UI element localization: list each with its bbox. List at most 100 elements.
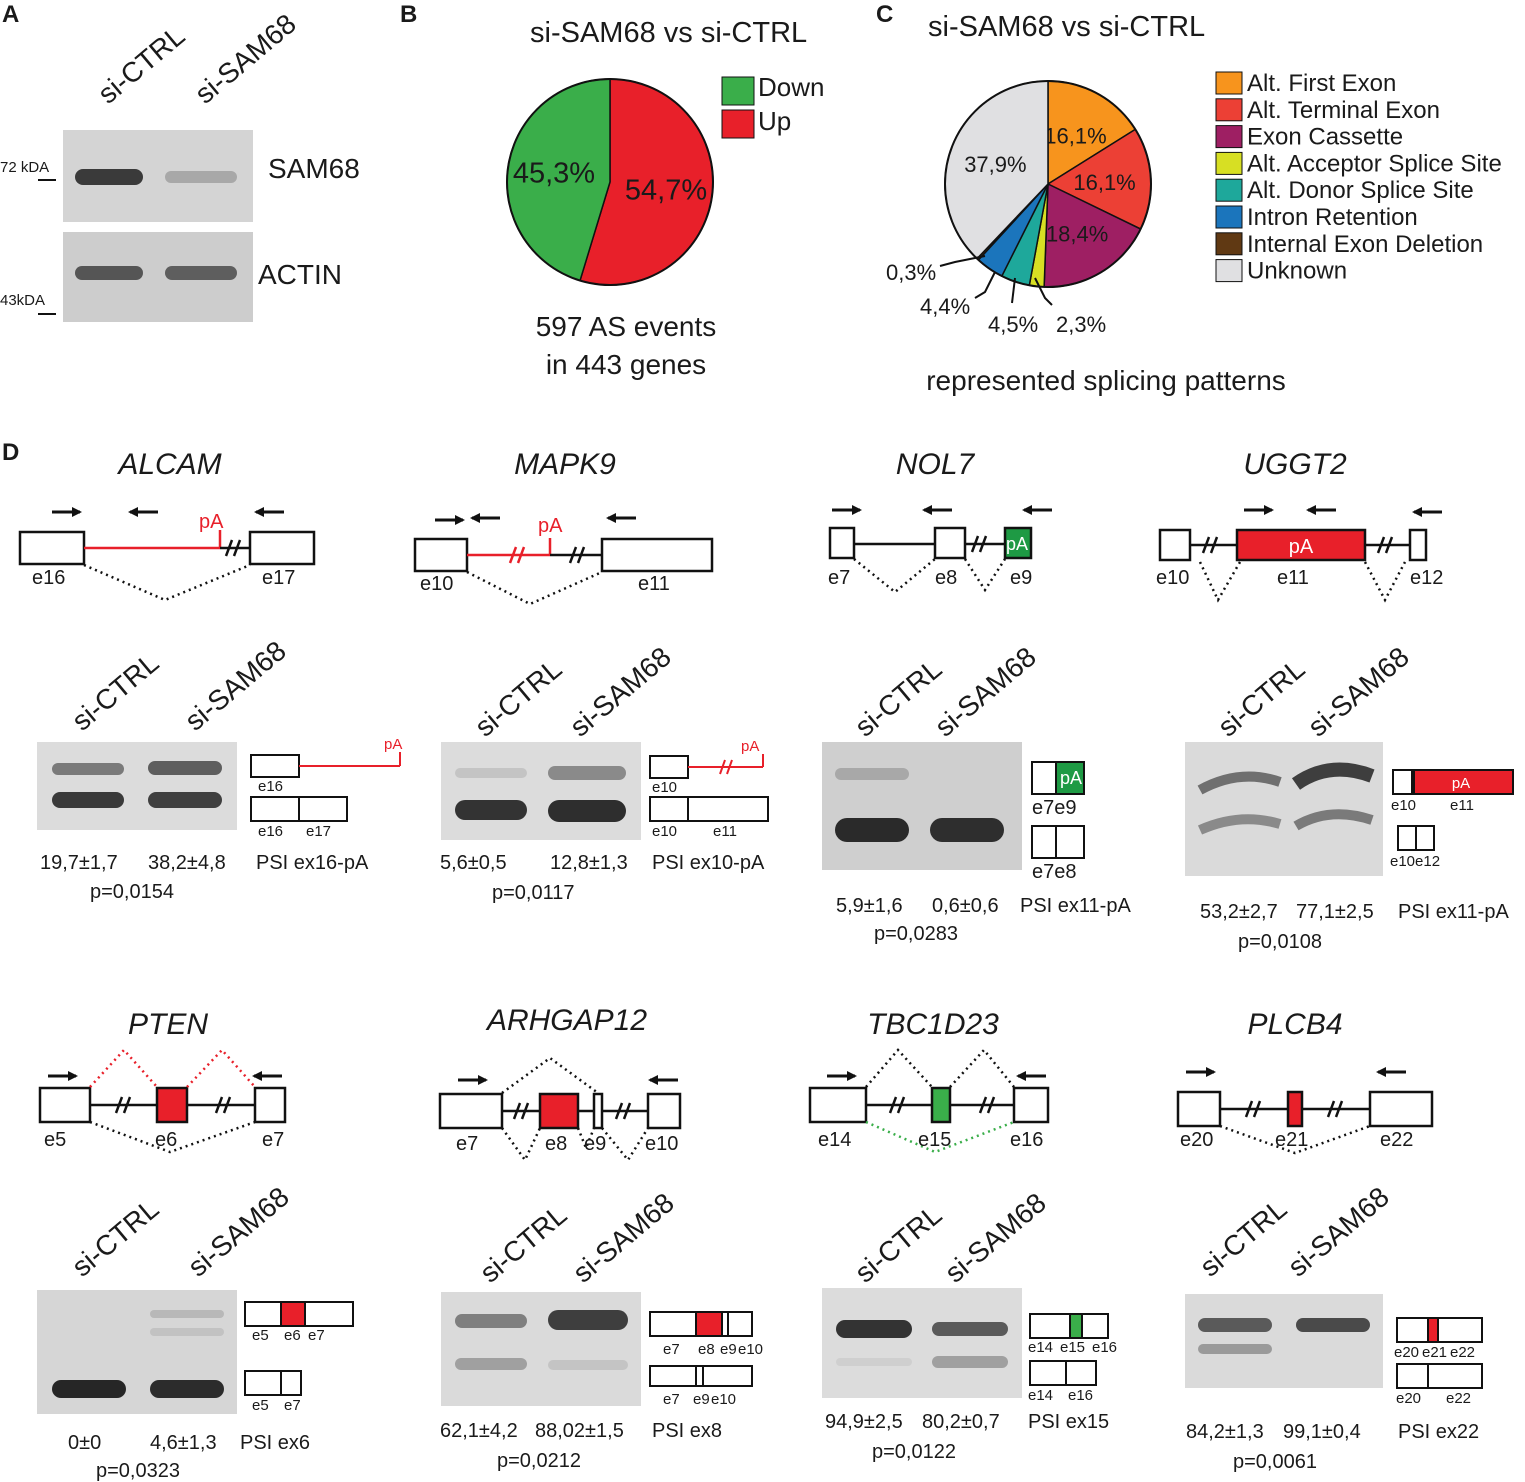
pie-c-label-unknown: 37,9% <box>964 152 1026 177</box>
nol7-exon-e9: e9 <box>1010 567 1032 589</box>
products-mapk9 <box>649 754 769 822</box>
gene-diagram-uggt2 <box>1158 505 1442 603</box>
pten-pvalue: p=0,0323 <box>96 1460 180 1482</box>
arhgap12-product-e9a: e9 <box>720 1341 737 1358</box>
tbc1d23-product-e14a: e14 <box>1028 1339 1053 1356</box>
uggt2-psi-ctrl: 53,2±2,7 <box>1200 901 1278 923</box>
legend-c-swatch-exon-cassette <box>1215 125 1243 149</box>
alcam-product-e16a: e16 <box>258 778 283 795</box>
gel-alcam <box>37 742 237 830</box>
nol7-psi-label: PSI ex11-pA <box>1020 895 1131 917</box>
pten-product-e7a: e7 <box>308 1327 325 1344</box>
legend-b-up-swatch <box>721 109 755 139</box>
mapk9-lane-sam68: si-SAM68 <box>564 641 677 743</box>
arhgap12-product-e7b: e7 <box>663 1391 680 1408</box>
gene-name-pten: PTEN <box>128 1008 208 1041</box>
legend-c-swatch-intron-retention <box>1215 205 1243 229</box>
mapk9-product-e10b: e10 <box>652 823 677 840</box>
gene-name-nol7: NOL7 <box>896 448 976 481</box>
nol7-pvalue: p=0,0283 <box>874 923 958 945</box>
pie-c-title: si-SAM68 vs si-CTRL <box>928 11 1205 43</box>
pten-psi-sam68: 4,6±1,3 <box>150 1432 217 1454</box>
pten-exon-e5: e5 <box>44 1129 66 1151</box>
legend-c-label-alt-first-exon: Alt. First Exon <box>1247 70 1396 97</box>
pie-b: 54,7%45,3% <box>506 78 714 286</box>
uggt2-psi-label: PSI ex11-pA <box>1398 901 1509 923</box>
gene-diagram-alcam <box>18 507 316 602</box>
legend-b-down: Down <box>758 72 824 102</box>
plcb4-exon-e20: e20 <box>1180 1129 1213 1151</box>
alcam-lane-sam68: si-SAM68 <box>179 635 292 737</box>
plcb4-exon-e22: e22 <box>1380 1129 1413 1151</box>
alcam-product-pa: pA <box>384 736 402 753</box>
alcam-psi-ctrl: 19,7±1,7 <box>40 852 118 874</box>
mapk9-psi-label: PSI ex10-pA <box>652 852 765 874</box>
legend-c-label-alt-acceptor-splice-site: Alt. Acceptor Splice Site <box>1247 150 1502 177</box>
legend-c-label-alt-donor-splice-site: Alt. Donor Splice Site <box>1247 177 1474 204</box>
gel-pten <box>37 1290 237 1414</box>
plcb4-product-e22b: e22 <box>1446 1390 1471 1407</box>
arhgap12-product-e7a: e7 <box>663 1341 680 1358</box>
uggt2-exon-e11: e11 <box>1277 567 1309 589</box>
uggt2-lane-ctrl: si-CTRL <box>1212 653 1311 743</box>
legend-c-label-internal-exon-deletion: Internal Exon Deletion <box>1247 231 1483 258</box>
uggt2-exon-e10: e10 <box>1156 567 1189 589</box>
pie-b-title: si-SAM68 vs si-CTRL <box>530 17 807 49</box>
tbc1d23-exon-e16: e16 <box>1010 1129 1043 1151</box>
gene-diagram-mapk9 <box>413 513 714 606</box>
tbc1d23-lane-sam68: si-SAM68 <box>939 1187 1052 1289</box>
pie-b-label-down: 45,3% <box>513 158 595 190</box>
arhgap12-exon-e7: e7 <box>456 1133 478 1155</box>
blot-label-sam68: SAM68 <box>268 153 360 184</box>
tbc1d23-pvalue: p=0,0122 <box>872 1441 956 1463</box>
band-actin-ctrl <box>75 266 143 280</box>
pie-c-label-alt-first-exon: 16,1% <box>1044 123 1106 148</box>
arhgap12-pvalue: p=0,0212 <box>497 1450 581 1472</box>
marker-72: 72 kDA <box>0 159 49 176</box>
gel-plcb4 <box>1185 1294 1383 1388</box>
pie-b-caption-2: in 443 genes <box>546 349 706 380</box>
plcb4-pvalue: p=0,0061 <box>1233 1451 1317 1473</box>
mapk9-psi-ctrl: 5,6±0,5 <box>440 852 507 874</box>
arhgap12-exon-e8: e8 <box>545 1133 567 1155</box>
legend-b-down-swatch <box>721 76 755 106</box>
pten-exon-e7: e7 <box>262 1129 284 1151</box>
pie-c-label-alt-acceptor: 2,3% <box>1056 312 1106 337</box>
nol7-lane-sam68: si-SAM68 <box>929 641 1042 743</box>
tbc1d23-product-e16b: e16 <box>1068 1387 1093 1404</box>
alcam-product-e16b: e16 <box>258 823 283 840</box>
products-arhgap12 <box>649 1311 753 1387</box>
pten-psi-label: PSI ex6 <box>240 1432 310 1454</box>
alcam-exon-e17: e17 <box>262 567 295 589</box>
tbc1d23-exon-e15: e15 <box>918 1129 951 1151</box>
mapk9-exon-e11: e11 <box>638 573 670 595</box>
plcb4-product-e20b: e20 <box>1396 1390 1421 1407</box>
pie-c-label-alt-terminal-exon: 16,1% <box>1073 170 1135 195</box>
tbc1d23-psi-sam68: 80,2±0,7 <box>922 1411 1000 1433</box>
nol7-psi-sam68: 0,6±0,6 <box>932 895 999 917</box>
legend-c-label-unknown: Unknown <box>1247 258 1347 285</box>
gel-nol7 <box>822 742 1022 870</box>
uggt2-product-e10e12: e10e12 <box>1390 853 1440 870</box>
pten-exon-e6: e6 <box>155 1129 177 1151</box>
pie-c-caption: represented splicing patterns <box>926 365 1286 396</box>
pie-c-label-exon-cassette: 18,4% <box>1046 222 1108 247</box>
pten-lane-sam68: si-SAM68 <box>182 1181 295 1283</box>
nol7-pa-label: pA <box>1006 534 1028 554</box>
plcb4-product-e22a: e22 <box>1450 1344 1475 1361</box>
pten-psi-ctrl: 0±0 <box>68 1432 101 1454</box>
uggt2-product-e11: e11 <box>1450 797 1474 814</box>
band-sam68-si <box>165 171 237 183</box>
plcb4-lane-ctrl: si-CTRL <box>1194 1193 1293 1283</box>
alcam-psi-label: PSI ex16-pA <box>256 852 369 874</box>
uggt2-product-e10: e10 <box>1391 797 1416 814</box>
mapk9-pvalue: p=0,0117 <box>492 882 575 904</box>
nol7-product-pa: pA <box>1060 768 1082 788</box>
gene-name-tbc1d23: TBC1D23 <box>867 1008 999 1041</box>
pten-product-e7b: e7 <box>284 1397 301 1414</box>
plcb4-psi-label: PSI ex22 <box>1398 1421 1479 1443</box>
arhgap12-product-e10a: e10 <box>738 1341 763 1358</box>
uggt2-product-pa: pA <box>1452 775 1470 792</box>
